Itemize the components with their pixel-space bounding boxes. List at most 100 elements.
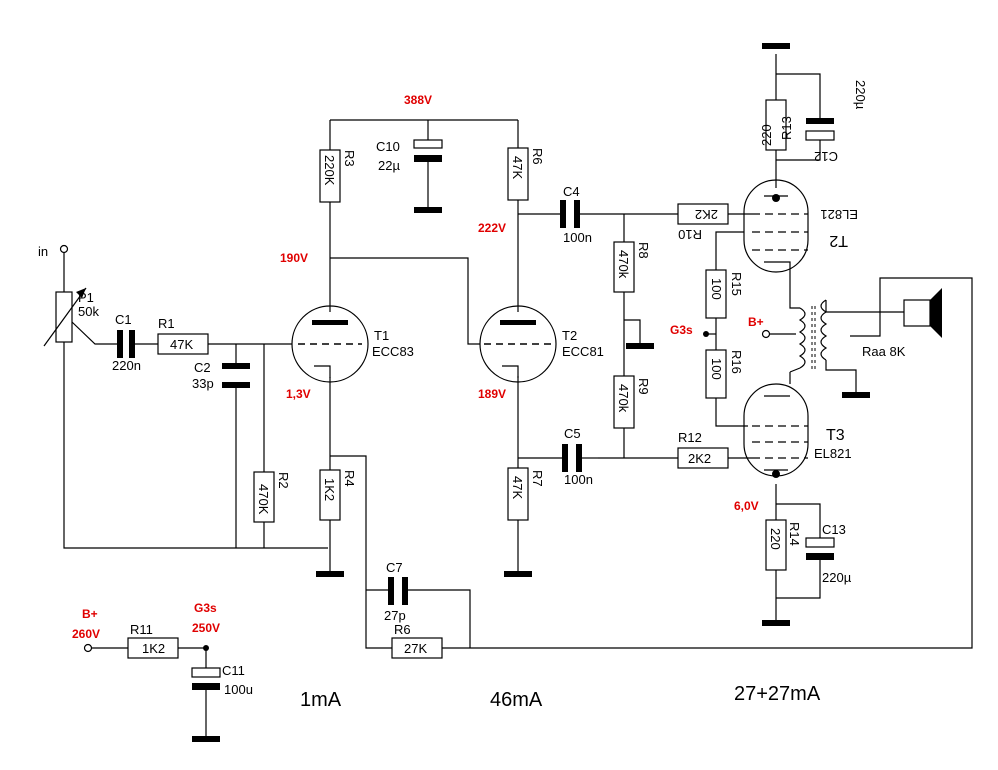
resistor-r14 — [765, 519, 787, 571]
c4-value: 100n — [563, 230, 592, 245]
r15-name: R15 — [729, 272, 744, 296]
voltage-g3s-out-v: 250V — [192, 621, 220, 635]
c1-value: 220n — [112, 358, 141, 373]
g3s-output-node — [203, 645, 209, 651]
t2-name: T2 — [562, 328, 577, 343]
c2-value: 33p — [192, 376, 214, 391]
ground-r8r9 — [626, 343, 654, 349]
capacitor-c13 — [805, 537, 835, 548]
resistor-p1 — [55, 291, 73, 343]
r14-name: R14 — [787, 522, 802, 546]
r10-name: R10 — [678, 227, 702, 242]
resistor-r7 — [507, 467, 529, 521]
r2-value: 470K — [256, 484, 271, 515]
c10-value: 22µ — [378, 158, 400, 173]
voltage-bplus-mid: B+ — [748, 315, 764, 329]
r6-value: 47K — [510, 156, 525, 179]
g3s-node — [703, 331, 709, 337]
r13-value: 220 — [759, 124, 774, 146]
bplus-node — [761, 329, 771, 339]
t1-name: T1 — [374, 328, 389, 343]
wires — [63, 54, 973, 736]
c12-name: C12 — [814, 149, 838, 164]
resistor-r15 — [705, 269, 727, 319]
bplus-input-terminal — [83, 643, 93, 653]
r1-name: R1 — [158, 316, 175, 331]
tube-t1 — [291, 305, 369, 383]
capacitor-c4 — [560, 200, 566, 228]
voltage-t1-cathode: 1,3V — [286, 387, 311, 401]
capacitor-c5 — [562, 444, 568, 472]
transformer-label: Raa 8K — [862, 344, 906, 359]
c11-name: C11 — [222, 663, 245, 678]
current-stage1: 1mA — [300, 689, 342, 711]
c13-value: 220µ — [822, 570, 852, 585]
r12-name: R12 — [678, 430, 702, 445]
resistor-r6-feedback — [391, 637, 443, 659]
ground-top — [762, 43, 790, 49]
voltage-t2-cathode: 189V — [478, 387, 506, 401]
ground-c11 — [192, 736, 220, 742]
r10-value: 2K2 — [695, 207, 718, 222]
tube-t2-ecc81 — [479, 305, 557, 383]
voltage-bplus-in: B+ — [82, 607, 98, 621]
resistor-r9 — [613, 375, 635, 429]
resistor-r12 — [677, 447, 729, 469]
t1-type: ECC83 — [372, 344, 414, 359]
voltage-t3-cathode: 6,0V — [734, 499, 759, 513]
ground-t3 — [762, 620, 790, 626]
c10-name: C10 — [376, 139, 400, 154]
c12-value: 220µ — [853, 80, 868, 110]
r4-name: R4 — [342, 470, 357, 487]
pot-arrow — [43, 287, 87, 347]
r6-feedback-name: R6 — [394, 622, 411, 637]
r2-name: R2 — [276, 472, 291, 489]
c4-name: C4 — [563, 184, 580, 199]
r14-value: 220 — [768, 528, 783, 550]
capacitor-c2 — [222, 363, 250, 369]
capacitor-c12 — [806, 118, 834, 124]
speaker-icon — [880, 288, 942, 338]
p1-name: P1 — [78, 290, 94, 305]
capacitor-c1 — [117, 330, 123, 358]
t2-type: ECC81 — [562, 344, 604, 359]
voltage-t1-anode: 190V — [280, 251, 308, 265]
r7-value: 47K — [510, 476, 525, 499]
c5-value: 100n — [564, 472, 593, 487]
c1-name: C1 — [115, 312, 132, 327]
r6-name: R6 — [530, 148, 545, 165]
r8-value: 470k — [616, 250, 631, 279]
resistor-r8 — [613, 241, 635, 293]
r4-value: 1K2 — [322, 478, 337, 501]
output-transformer — [789, 299, 828, 373]
r3-name: R3 — [342, 150, 357, 167]
capacitor-c10 — [413, 139, 443, 149]
resistor-r1 — [157, 333, 209, 355]
voltage-bplus-in-v: 260V — [72, 627, 100, 641]
voltage-g3s-mid: G3s — [670, 323, 693, 337]
tube-t3 — [743, 383, 809, 478]
r1-value: 47K — [170, 337, 193, 352]
ground-transformer — [842, 392, 870, 398]
ground-c10 — [414, 207, 442, 213]
c7-name: C7 — [386, 560, 403, 575]
voltage-supply-top: 388V — [404, 93, 432, 107]
capacitor-c7 — [388, 577, 394, 605]
input-label: in — [38, 244, 48, 259]
r13-name: R13 — [779, 116, 794, 140]
ground-r7 — [504, 571, 532, 577]
ground-symbols — [192, 43, 870, 742]
ground-t1 — [316, 571, 344, 577]
t2-el821-type: EL821 — [820, 207, 858, 222]
voltage-t2-anode: 222V — [478, 221, 506, 235]
r11-value: 1K2 — [142, 641, 165, 656]
resistor-r11 — [127, 637, 179, 659]
current-stage2: 46mA — [490, 689, 543, 711]
r7-name: R7 — [530, 470, 545, 487]
t3-type: EL821 — [814, 446, 852, 461]
r9-value: 470k — [616, 384, 631, 413]
c5-name: C5 — [564, 426, 581, 441]
t3-name: T3 — [826, 427, 845, 444]
resistor-r3 — [319, 149, 341, 203]
